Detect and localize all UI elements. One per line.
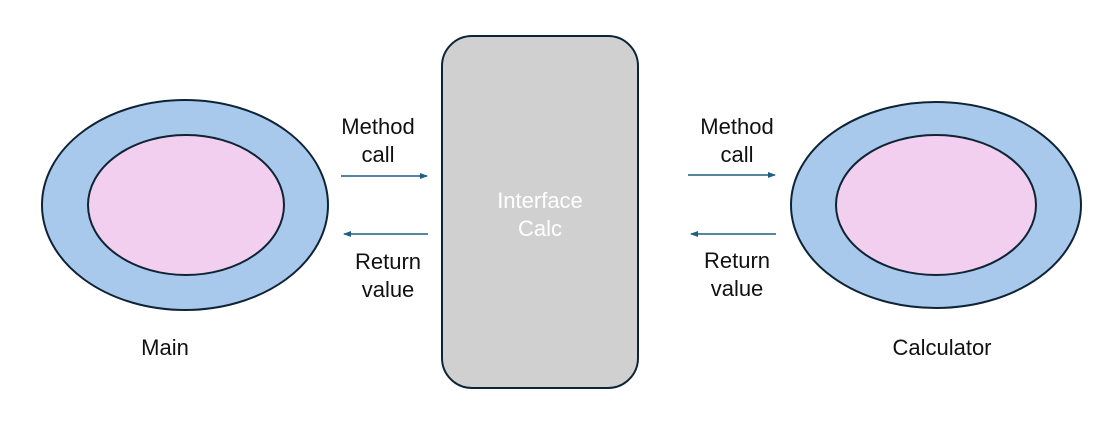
right-return-value-line1: Return xyxy=(704,248,770,273)
calculator-component xyxy=(790,101,1082,309)
main-label: Main xyxy=(141,335,189,360)
interface-box xyxy=(441,35,639,389)
left-method-call-line2: call xyxy=(361,142,394,167)
left-return-value-line1: Return xyxy=(355,249,421,274)
main-inner-core xyxy=(87,134,285,276)
left-method-call-line1: Method xyxy=(341,114,414,139)
left-return-value-line2: value xyxy=(362,277,415,302)
interface-label-line2: Calc xyxy=(518,216,562,241)
main-component xyxy=(41,99,329,311)
right-method-call-line2: call xyxy=(720,142,753,167)
calculator-inner-core xyxy=(835,134,1037,276)
right-return-value-line2: value xyxy=(711,276,764,301)
calculator-label: Calculator xyxy=(892,335,991,360)
interface-label-line1: Interface xyxy=(497,188,583,213)
right-method-call-line1: Method xyxy=(700,114,773,139)
